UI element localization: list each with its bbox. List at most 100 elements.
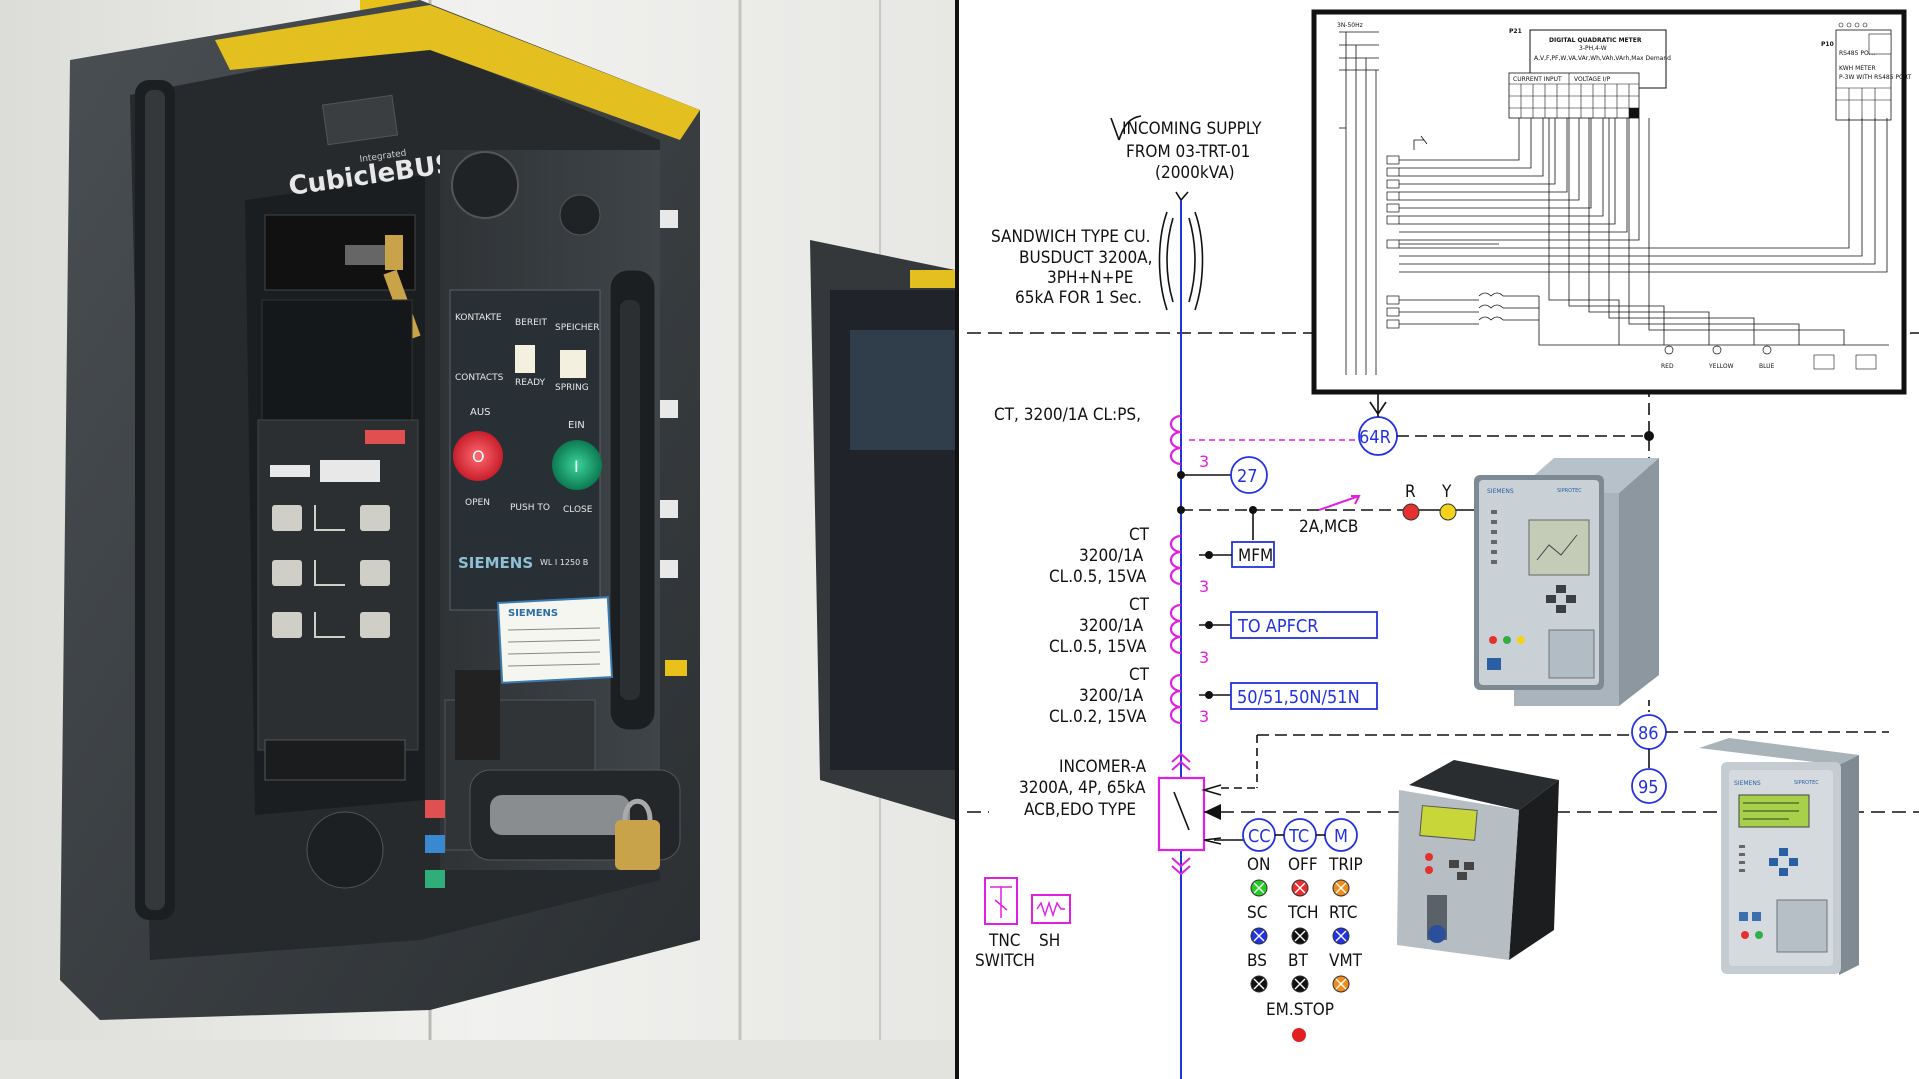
lamp-cross-icon (1253, 930, 1265, 942)
indicator-label: BT (1288, 951, 1308, 971)
tnc-line-2: SWITCH (975, 951, 1035, 971)
phase-label-r: R (1405, 482, 1416, 502)
lamp-cross-icon (1294, 978, 1306, 990)
lamp-cross-icon (1335, 978, 1347, 990)
relay-27 (1230, 456, 1268, 494)
ct3-count: 3 (1199, 648, 1209, 667)
numerical-relay-small (1397, 760, 1559, 960)
ct4-line-2: 3200/1A (1079, 686, 1144, 706)
indicator-label: SC (1247, 903, 1267, 923)
inset-kwh-sub: P-3W WITH RS485 PORT (1839, 74, 1912, 81)
acb-breaker (1157, 776, 1206, 852)
tnc-line-1: TNC (988, 931, 1020, 951)
close-button[interactable] (552, 440, 602, 490)
mfm-box (1231, 541, 1275, 568)
incomer-line-1: INCOMER-A (1059, 757, 1147, 777)
open-button-symbol: O (472, 447, 485, 466)
coil-m-label: M (1334, 826, 1348, 847)
indicator-label: BS (1247, 951, 1267, 971)
coil-cc-label: CC (1248, 826, 1271, 847)
single-line-diagram: INCOMING SUPPLY FROM 03-TRT-01 (2000kVA)… (959, 0, 1919, 1079)
panel-labels: KONTAKTE BEREIT SPEICHER CONTACTS READY … (455, 313, 599, 393)
busduct-line-1: SANDWICH TYPE CU. (991, 227, 1151, 247)
close-button-bottom-label: CLOSE (563, 505, 593, 515)
busduct-line-3: 3PH+N+PE (1047, 268, 1133, 288)
inset-lamp (1664, 345, 1674, 355)
close-button-symbol: I (574, 457, 579, 476)
relay-large-display: SIPROTEC (1557, 488, 1582, 494)
indicator-label: ON (1247, 855, 1270, 875)
ct2-count: 3 (1199, 577, 1209, 596)
open-button-top-label: AUS (470, 407, 491, 418)
indicator-label: VMT (1329, 951, 1363, 971)
relay-95-label: 95 (1638, 777, 1659, 798)
indicator-label: TCH (1287, 903, 1319, 923)
incoming-line-3: (2000kVA) (1155, 163, 1235, 183)
inset-lamp-label: RED (1661, 363, 1674, 370)
inset-meter-tag: P21 (1509, 28, 1522, 35)
inset-meter-params: A,V,F,PF,W,VA,VAr,Wh,VAh,VArh,Max Demand (1534, 55, 1671, 62)
phase-lamp-y (1439, 503, 1457, 521)
ct4-line-1: CT (1129, 665, 1150, 685)
inset-current-input: CURRENT INPUT (1513, 76, 1562, 83)
relay-large-brand: SIEMENS (1487, 488, 1514, 495)
inset-lamp (1712, 345, 1722, 355)
busduct-line-4: 65kA FOR 1 Sec. (1015, 288, 1142, 308)
supply-arrow (1175, 191, 1189, 202)
phase-lamp-r (1402, 503, 1420, 521)
inset-lamp (1762, 345, 1772, 355)
lamp-cross-icon (1253, 882, 1265, 894)
ct3-line-1: CT (1129, 595, 1150, 615)
ct2-line-1: CT (1129, 525, 1150, 545)
indicator-label: OFF (1288, 855, 1318, 875)
emstop-lamp[interactable] (1292, 1028, 1306, 1042)
inset-kwh-port: RS485 PORT (1839, 50, 1876, 57)
ct4-line-3: CL.0.2, 15VA (1049, 707, 1147, 727)
inset-meter-sub: 3-PH,4-W (1579, 45, 1607, 52)
relay-64r-label: 64R (1359, 427, 1391, 448)
model-label: WL I 1250 B (540, 558, 588, 567)
protection-relay-right: SIEMENS SIPROTEC (1699, 738, 1859, 975)
emstop-label: EM.STOP (1266, 1000, 1334, 1020)
push-to-label: PUSH TO (510, 503, 550, 513)
phase-label-y: Y (1441, 482, 1452, 502)
relay-86-label: 86 (1638, 723, 1659, 744)
busduct-line-2: BUSDUCT 3200A, (1019, 248, 1153, 268)
image-divider (955, 0, 959, 1079)
relay-95 (1631, 768, 1667, 804)
sh-label: SH (1039, 931, 1060, 951)
ct3-line-2: 3200/1A (1079, 616, 1144, 636)
lamp-cross-icon (1294, 930, 1306, 942)
lamp-cross-icon (1253, 978, 1265, 990)
ct2-line-2: 3200/1A (1079, 546, 1144, 566)
diagram-canvas: INCOMING SUPPLY FROM 03-TRT-01 (2000kVA)… (967, 9, 1919, 1079)
panel-label: KONTAKTE (455, 313, 502, 323)
mcb-label: 2A,MCB (1299, 517, 1358, 537)
protection-box (1230, 682, 1378, 710)
inset-kwh-title: KWH METER (1839, 65, 1876, 72)
inset-kwh-tag: P10 (1821, 41, 1834, 48)
ct2-line-3: CL.0.5, 15VA (1049, 567, 1147, 587)
coil-group: CC TC M (1242, 818, 1358, 852)
wiring-inset: 3N-50Hz DIGITAL QUADRATIC METER 3-PH,4-W… (1311, 9, 1912, 395)
panel-label: CONTACTS (455, 373, 504, 383)
incoming-line-1: INCOMING SUPPLY (1122, 119, 1262, 139)
sticker-maker: SIEMENS (508, 608, 558, 619)
indicator-label: TRIP (1328, 855, 1363, 875)
panel-label: SPEICHER (555, 323, 599, 333)
incomer-line-3: ACB,EDO TYPE (1024, 800, 1136, 820)
panel-label: READY (515, 378, 546, 388)
lamp-cross-icon (1335, 882, 1347, 894)
lamp-cross-icon (1294, 882, 1306, 894)
inset-supply: 3N-50Hz (1337, 22, 1363, 29)
breaker-photo: CubicleBUS Integrated KONTAKTE BEREIT SP… (0, 0, 955, 1079)
inset-meter-title: DIGITAL QUADRATIC METER (1549, 37, 1642, 44)
ct3-line-3: CL.0.5, 15VA (1049, 637, 1147, 657)
panel-label: SPRING (555, 383, 589, 393)
mfm-label: MFM (1238, 546, 1273, 566)
inset-lamp-label: YELLOW (1708, 363, 1734, 370)
open-button[interactable] (453, 431, 503, 481)
inset-lamp-label: BLUE (1759, 363, 1775, 370)
relay-right-brand: SIEMENS (1734, 780, 1761, 787)
